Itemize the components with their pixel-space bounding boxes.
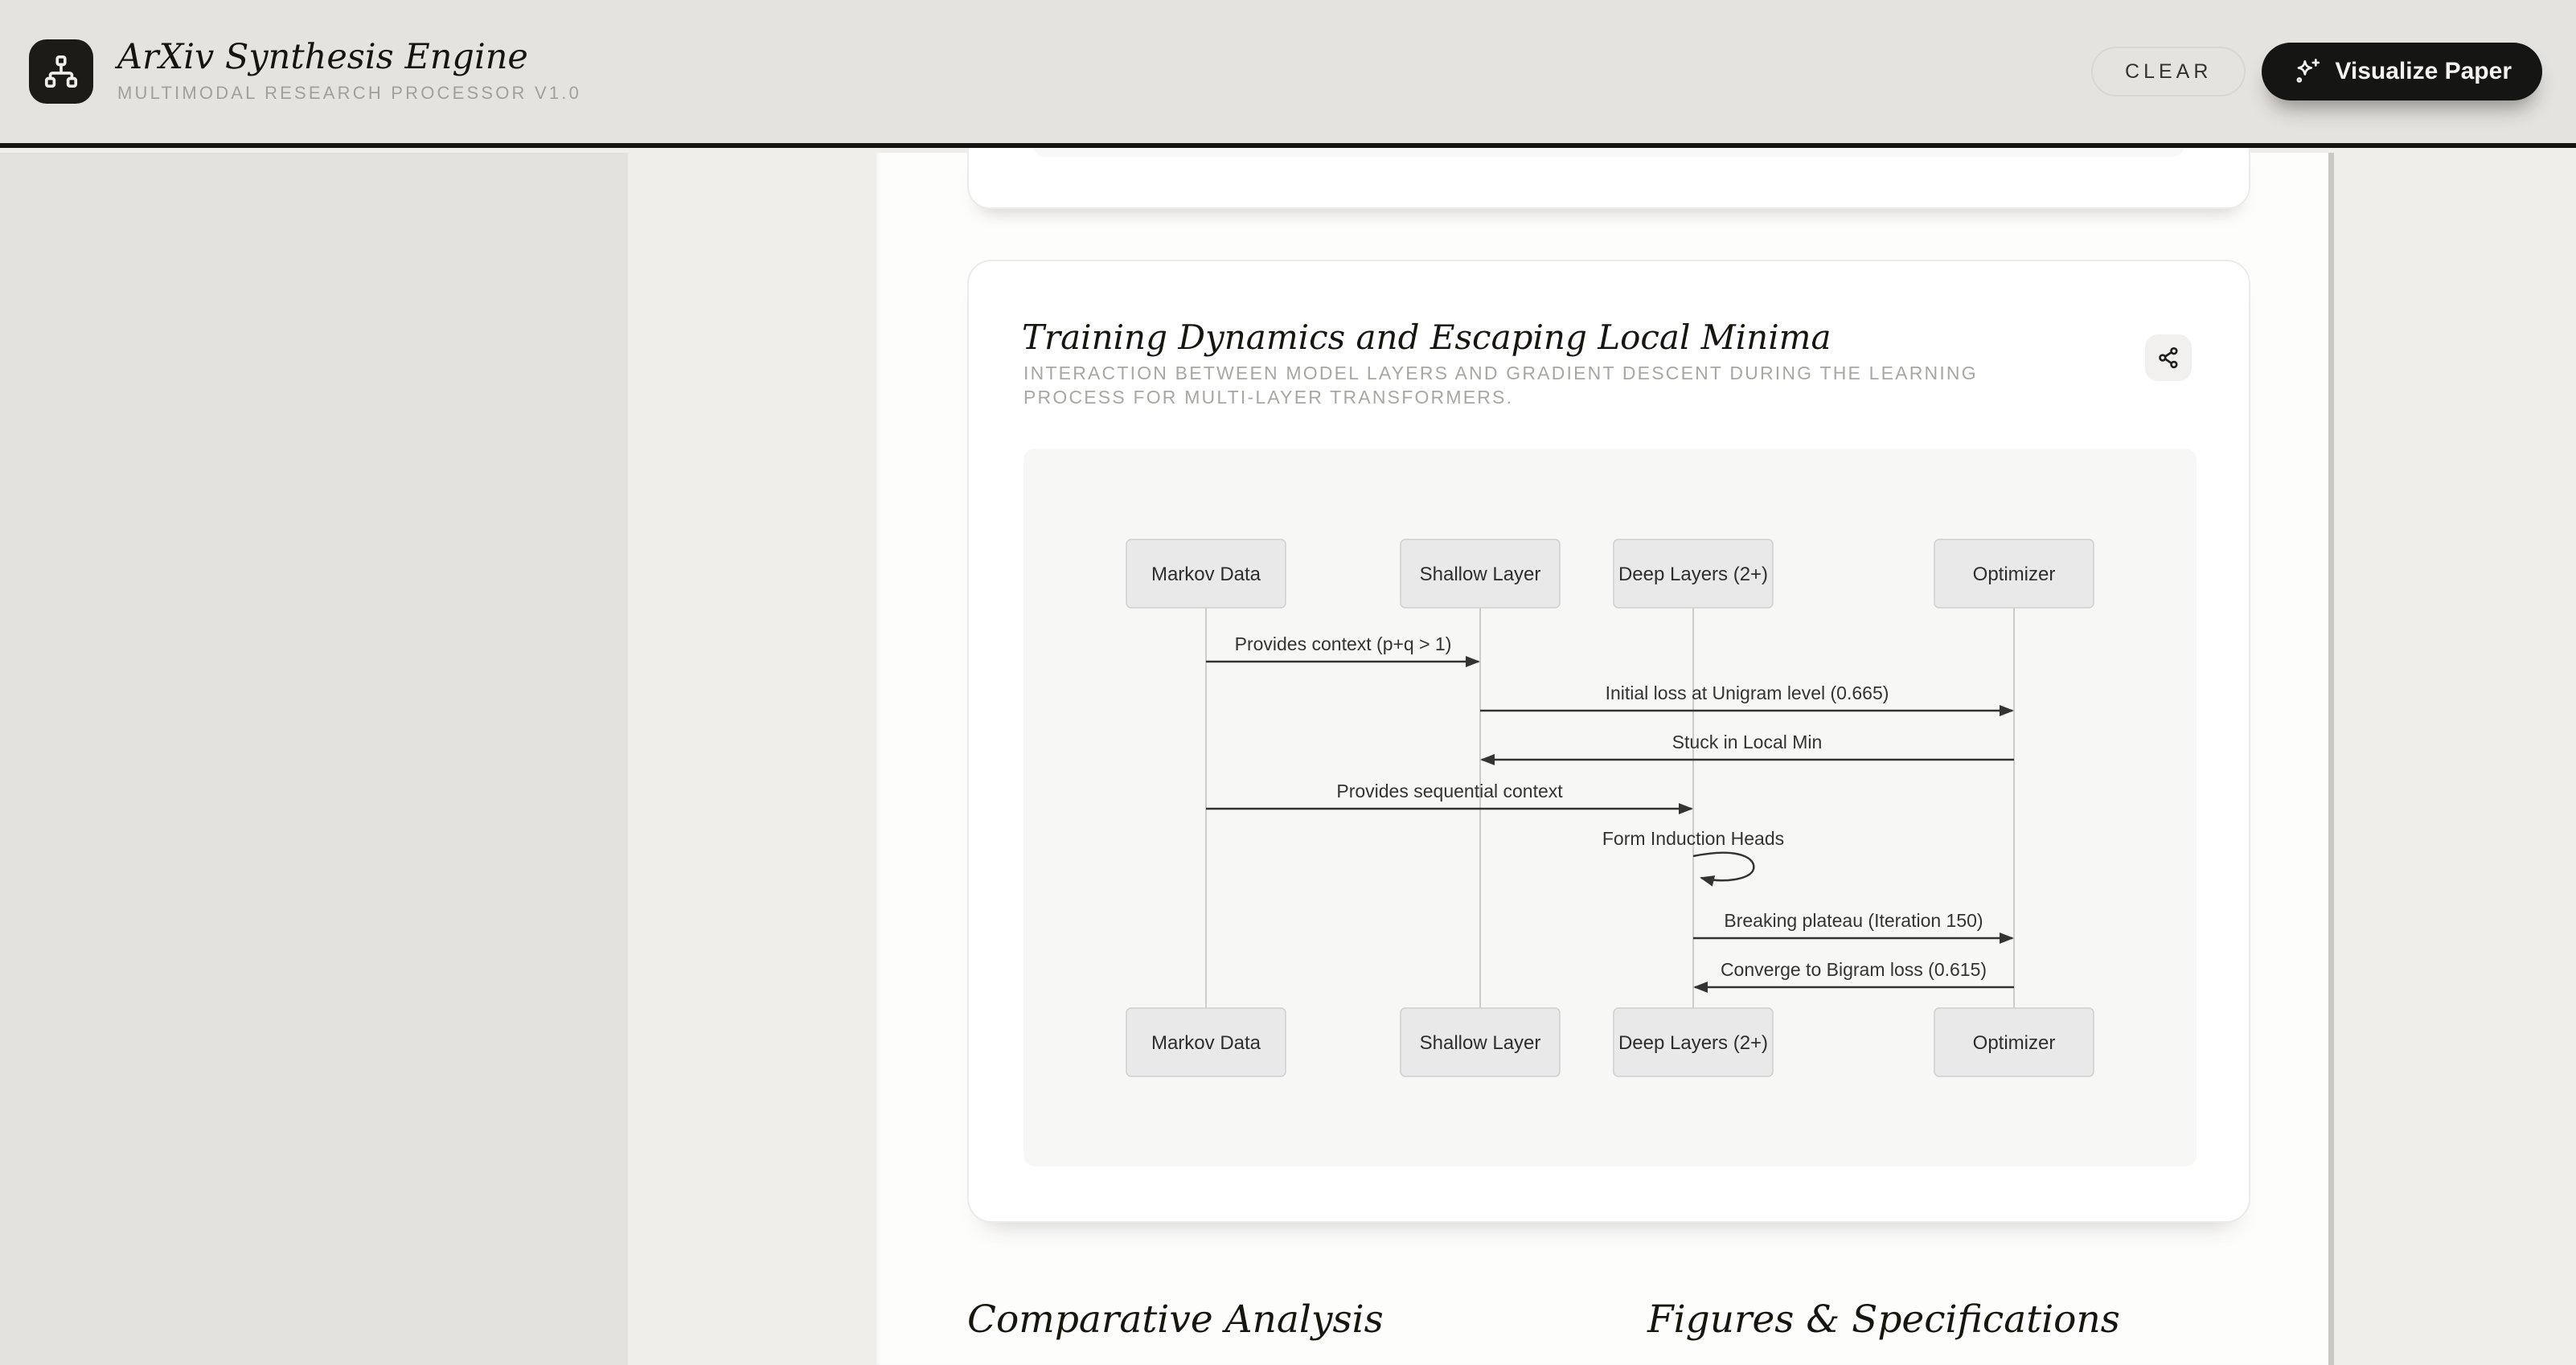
message-label: Converge to Bigram loss (0.615) [1721,959,1987,980]
participant-box [1126,1007,1286,1077]
section-heading-comparative: Comparative Analysis [967,1297,1384,1342]
header-titles: ArXiv Synthesis Engine MULTIMODAL RESEAR… [117,39,581,104]
participant-label: Markov Data [1151,564,1261,585]
message-label: Form Induction Heads [1602,828,1784,849]
self-message-loop [1692,851,1755,887]
results-scroll-panel: Training Dynamics and Escaping Local Min… [876,145,2328,1365]
share-icon [2159,346,2178,369]
participant-label: Deep Layers (2+) [1618,1032,1768,1054]
app-logo [29,39,93,104]
result-card: Training Dynamics and Escaping Local Min… [967,260,2250,1223]
visualize-paper-label: Visualize Paper [2335,58,2512,84]
sidebar-panel [0,153,628,1365]
card-subtitle: INTERACTION BETWEEN MODEL LAYERS AND GRA… [1023,363,1978,408]
message-label: Stuck in Local Min [1672,732,1823,752]
section-heading-figures: Figures & Specifications [1647,1297,2120,1342]
participant-box [1613,539,1774,609]
participant-label: Optimizer [1973,564,2056,585]
participant-box [1613,1007,1774,1077]
visualize-paper-button[interactable]: Visualize Paper [2262,43,2542,100]
participant-box [1126,539,1286,609]
app-title: ArXiv Synthesis Engine [117,36,528,77]
message-label: Breaking plateau (Iteration 150) [1724,910,1983,931]
card-title: Training Dynamics and Escaping Local Min… [1022,318,1832,357]
previous-result-card [967,145,2250,209]
message-label: Initial loss at Unigram level (0.665) [1606,682,1889,703]
participant-label: Optimizer [1973,1032,2056,1054]
content-area: Training Dynamics and Escaping Local Min… [0,145,2576,1365]
app-header: ArXiv Synthesis Engine MULTIMODAL RESEAR… [0,0,2576,148]
app-subtitle: MULTIMODAL RESEARCH PROCESSOR V1.0 [117,83,582,104]
message-label: Provides context (p+q > 1) [1235,633,1452,654]
participant-box [1934,539,2094,609]
participant-box [1934,1007,2094,1077]
scrollbar[interactable] [2328,153,2334,1365]
message-label: Provides sequential context [1336,781,1563,801]
share-button[interactable] [2145,334,2192,381]
network-hierarchy-icon [44,55,78,88]
participant-label: Deep Layers (2+) [1618,564,1768,585]
participant-label: Shallow Layer [1420,564,1541,585]
participant-box [1400,539,1561,609]
participant-label: Shallow Layer [1420,1032,1541,1054]
participant-box [1400,1007,1561,1077]
sparkles-icon [2296,59,2320,83]
participant-label: Markov Data [1151,1032,1261,1054]
clear-button[interactable]: CLEAR [2091,47,2246,96]
